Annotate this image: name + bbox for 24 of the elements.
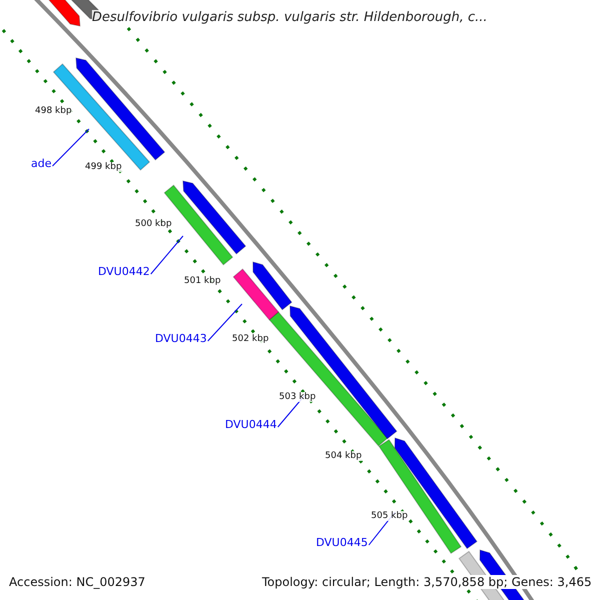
gene-block (75, 57, 166, 161)
gene-label: DVU0443 (155, 332, 207, 345)
scale-label: 498 kbp (35, 106, 72, 116)
leader-line (52, 128, 90, 166)
leader-line (150, 236, 184, 274)
gene-block (52, 63, 150, 171)
gene-label: DVU0442 (98, 265, 150, 278)
topology-text: Topology: circular; Length: 3,570,858 bp; Genes: 3,465 (262, 575, 592, 589)
scale-label: 504 kbp (325, 451, 362, 461)
scale-label: 505 kbp (371, 511, 408, 521)
gene-block (232, 268, 280, 321)
genome-title: Desulfovibrio vulgaris subsp. vulgaris str. Hildenborough, c... (92, 10, 488, 25)
gene-label: ade (31, 157, 52, 170)
leader-line (207, 304, 242, 342)
gene-block (182, 180, 246, 255)
accession-text: Accession: NC_002937 (9, 575, 146, 589)
scale-label: 503 kbp (279, 392, 316, 402)
gene-label: DVU0445 (316, 536, 368, 549)
gene-label: DVU0444 (225, 418, 277, 431)
scale-label: 502 kbp (232, 334, 269, 344)
scale-label: 501 kbp (184, 276, 221, 286)
scale-label: 500 kbp (135, 219, 172, 229)
scale-label: 499 kbp (85, 162, 122, 172)
gene-block (252, 261, 292, 310)
